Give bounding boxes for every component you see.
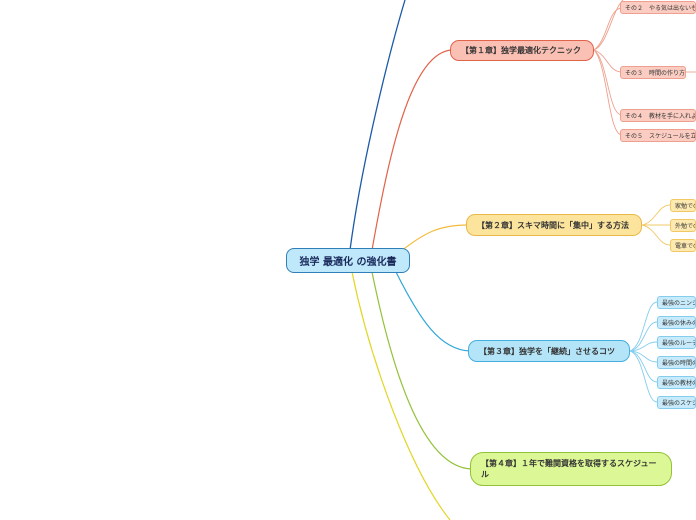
chapter-3-node[interactable]: 【第３章】独学を「継続」させるコツ xyxy=(468,340,630,362)
chapter-1-item[interactable]: その５ スケジュールを立 xyxy=(620,129,696,142)
chapter-4-node[interactable]: 【第４章】１年で難関資格を取得するスケジュール xyxy=(470,452,672,486)
chapter-2-item[interactable]: 電車での xyxy=(670,239,696,252)
chapter-3-item[interactable]: 最強のルーテ xyxy=(657,336,696,349)
chapter-2-item-label: 電車での xyxy=(675,243,695,250)
link-root-chapter-3 xyxy=(395,271,471,352)
link-root-top xyxy=(349,0,406,251)
links-chapter-3 xyxy=(629,301,658,403)
root-topic-label: 独学 最適化 の強化書 xyxy=(299,257,397,268)
chapter-1-item-label: その５ スケジュールを立 xyxy=(625,133,696,140)
chapter-2-label: 【第２章】スキマ時間に「集中」する方法 xyxy=(477,220,629,230)
links-chapter-2 xyxy=(641,204,671,246)
link-root-chapter-4 xyxy=(371,271,473,470)
chapter-2-item-label: 外勉での xyxy=(675,223,695,230)
chapter-3-item-label: 最強の教材の xyxy=(662,380,696,387)
chapter-3-item-label: 最強の時間の xyxy=(662,360,696,367)
link-root-chapter-2 xyxy=(399,224,469,253)
chapter-3-item-label: 最強のスケジ xyxy=(662,400,696,407)
chapter-3-item-label: 最強の休みの xyxy=(662,320,696,327)
chapter-1-label: 【第１章】独学最適化テクニック xyxy=(461,46,581,55)
chapter-3-item[interactable]: 最強の休みの xyxy=(657,316,696,329)
links-chapter-1 xyxy=(593,0,696,136)
chapter-1-item-label: その４ 教材を手に入れよ xyxy=(625,113,696,120)
chapter-1-item-label: その２ やる気は出ないも xyxy=(625,5,696,12)
chapter-3-item-label: 最強のニンジ xyxy=(662,300,696,307)
chapter-1-item[interactable]: その４ 教材を手に入れよ xyxy=(620,109,696,122)
chapter-1-item-label: その３ 時間の作り方 xyxy=(625,70,686,77)
chapter-3-item[interactable]: 最強の時間の xyxy=(657,356,696,369)
chapter-1-item[interactable]: その３ 時間の作り方 xyxy=(620,66,686,79)
chapter-2-item-label: 家勉での xyxy=(675,203,695,210)
chapter-3-label: 【第３章】独学を「継続」させるコツ xyxy=(479,346,615,356)
chapter-2-node[interactable]: 【第２章】スキマ時間に「集中」する方法 xyxy=(466,214,642,236)
link-root-chapter-1 xyxy=(371,49,453,251)
chapter-2-item[interactable]: 外勉での xyxy=(670,219,696,232)
chapter-3-item[interactable]: 最強のニンジ xyxy=(657,296,696,309)
chapter-3-item-label: 最強のルーテ xyxy=(662,340,696,347)
chapter-1-item[interactable]: その２ やる気は出ないも xyxy=(620,1,696,14)
link-root-bottom xyxy=(351,271,451,520)
chapter-1-node[interactable]: 【第１章】独学最適化テクニック xyxy=(450,40,594,61)
chapter-2-item[interactable]: 家勉での xyxy=(670,199,696,212)
chapter-4-label: 【第４章】１年で難関資格を取得するスケジュール xyxy=(481,459,657,479)
root-topic[interactable]: 独学 最適化 の強化書 xyxy=(286,248,410,273)
chapter-3-item[interactable]: 最強のスケジ xyxy=(657,396,696,409)
chapter-3-item[interactable]: 最強の教材の xyxy=(657,376,696,389)
